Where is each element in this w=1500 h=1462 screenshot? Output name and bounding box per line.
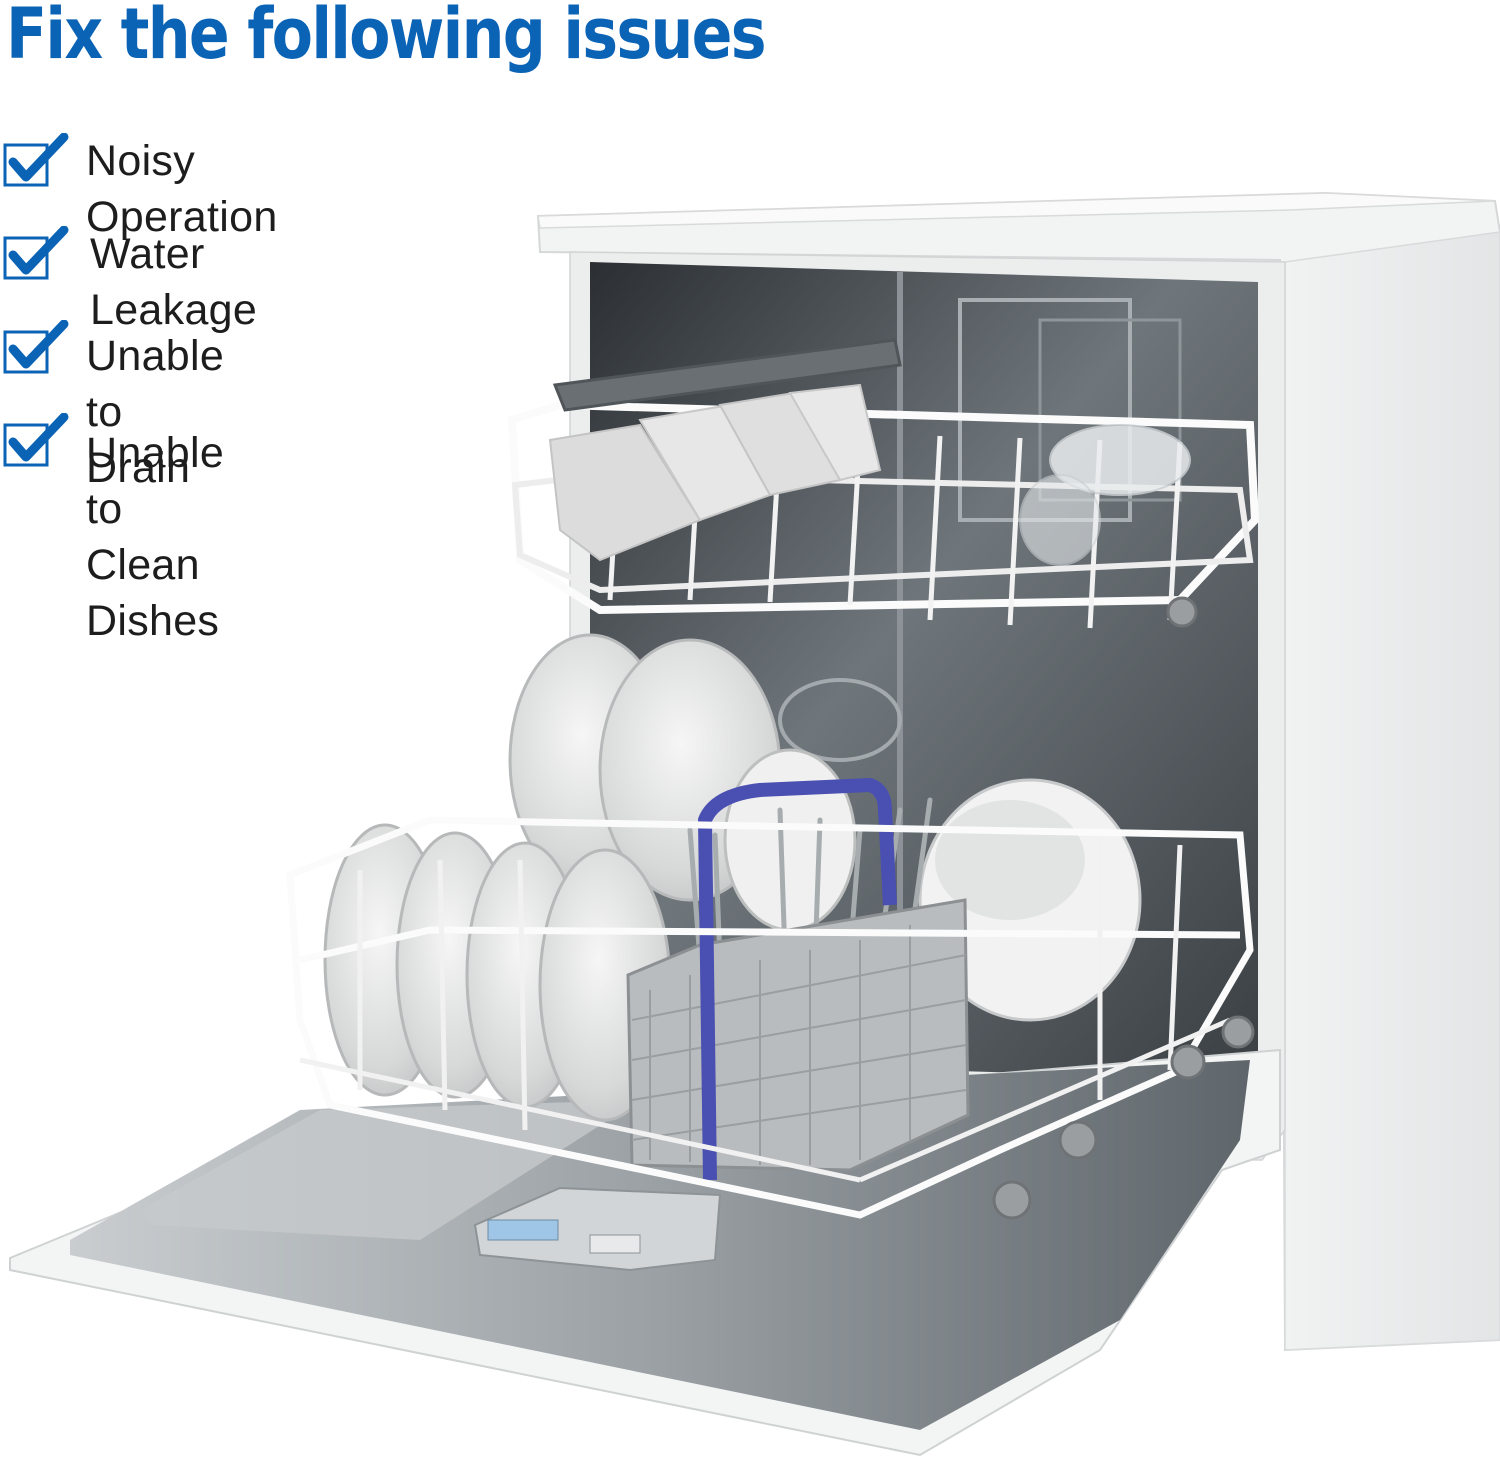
issue-label: Unable to Drain — [86, 332, 225, 492]
headline: Fix the following issues — [6, 0, 767, 75]
lower-plates — [323, 823, 672, 1122]
checkbox-check-icon — [3, 320, 69, 374]
checkbox-check-icon — [3, 133, 69, 187]
issue-list: Noisy Operation Water Leakage Unable to … — [0, 0, 520, 645]
checkbox-check-icon — [3, 226, 69, 280]
upper-rack-mugs — [548, 383, 1191, 566]
rack-wheels — [992, 596, 1255, 1220]
cutlery-basket — [626, 778, 970, 1181]
issue-label: Water Leakage — [90, 230, 258, 334]
lower-rack — [286, 816, 1254, 1219]
detergent-dispenser — [473, 1186, 722, 1272]
issue-label: Unable to Clean Dishes — [86, 429, 225, 645]
cutlery-basket-handle — [698, 778, 897, 1181]
checkbox-check-icon — [3, 413, 69, 467]
dishwasher-door — [9, 1048, 1281, 1457]
issue-label: Noisy Operation — [86, 137, 278, 241]
